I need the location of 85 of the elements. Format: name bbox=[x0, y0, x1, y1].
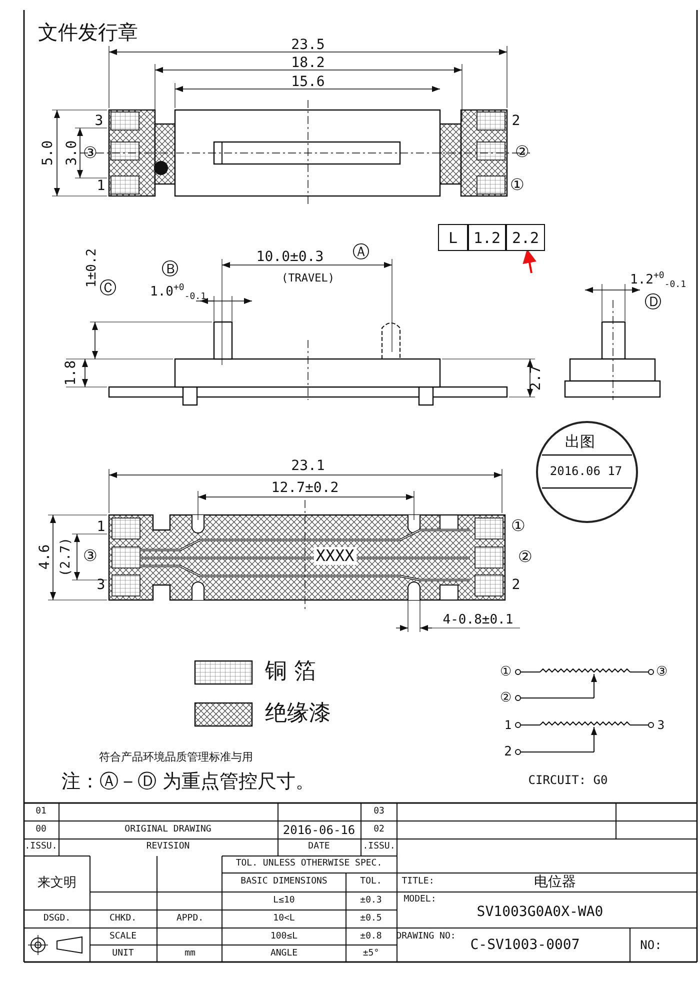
pin-number: 1 bbox=[96, 520, 106, 534]
table-text: mm bbox=[184, 950, 196, 958]
note-text: 符合产品环境品质管理标准与用 bbox=[99, 752, 253, 762]
pin-number: ③ bbox=[83, 548, 97, 564]
table-text: BASIC DIMENSIONS bbox=[240, 878, 328, 886]
table-text: NO: bbox=[640, 939, 662, 951]
stamp-text: 2016.06 17 bbox=[550, 465, 622, 477]
dimension-value: 12.7±0.2 bbox=[271, 481, 339, 495]
pin-number: 2 bbox=[512, 578, 520, 592]
dimension-value: 18.2 bbox=[291, 56, 325, 70]
pin-number: ③ bbox=[83, 145, 97, 161]
table-text: CHKD. bbox=[109, 914, 137, 924]
dimension-value: 2.7 bbox=[529, 365, 543, 391]
table-text: REVISION bbox=[146, 842, 190, 852]
tolerance-frame-box: L bbox=[438, 224, 468, 251]
dimension-value: 23.1 bbox=[291, 459, 325, 473]
note-text: 注：Ⓐ－Ⓓ 为重点管控尺寸。 bbox=[61, 772, 315, 792]
dimension-value: 10.0±0.3 bbox=[256, 250, 324, 264]
tolerance-frame-box: 2.2 bbox=[506, 224, 545, 251]
table-text: ANGLE bbox=[270, 950, 298, 958]
table-text: MODEL: bbox=[404, 896, 436, 904]
table-text: DRAWING NO: bbox=[396, 932, 456, 942]
table-text: ±0.5 bbox=[360, 914, 382, 924]
callout-letter: Ⓓ bbox=[644, 294, 662, 312]
table-text: C-SV1003-0007 bbox=[470, 938, 580, 952]
annotation-arrow bbox=[522, 249, 536, 274]
table-text: 100≤L bbox=[270, 932, 298, 942]
table-text: ±0.8 bbox=[360, 932, 382, 942]
table-text: L≤10 bbox=[273, 896, 295, 906]
table-text: 01 bbox=[36, 808, 46, 816]
table-text: 00 bbox=[36, 826, 46, 834]
dimension-note: (TRAVEL) bbox=[282, 272, 334, 284]
terminal-number: ① bbox=[500, 666, 512, 678]
pin-number: 3 bbox=[96, 578, 106, 592]
pin-number: ② bbox=[515, 144, 529, 160]
pin-number: 3 bbox=[94, 114, 104, 128]
pin-number: ② bbox=[518, 549, 532, 565]
dimension-value: 1±0.2 bbox=[86, 248, 98, 288]
table-text: 2016-06-16 bbox=[282, 824, 356, 836]
heading-text: 文件发行章 bbox=[38, 22, 138, 42]
table-text: SCALE bbox=[109, 932, 137, 942]
table-text: DATE bbox=[308, 842, 330, 852]
legend-text: 铜 箔 bbox=[265, 661, 316, 683]
dimension-value: 3.0 bbox=[65, 140, 79, 166]
table-text: .ISSU. bbox=[362, 842, 396, 852]
circuit-label: CIRCUIT: G0 bbox=[528, 774, 608, 786]
marking-text: XXXX bbox=[314, 547, 356, 565]
table-text: 来文明 bbox=[38, 876, 76, 890]
terminal-number: ③ bbox=[656, 666, 668, 678]
table-text: DSGD. bbox=[43, 914, 71, 924]
legend-text: 绝缘漆 bbox=[265, 703, 331, 725]
table-text: TITLE: bbox=[402, 878, 434, 886]
table-text: APPD. bbox=[176, 914, 204, 924]
terminal-number: 2 bbox=[504, 746, 512, 758]
callout-letter: Ⓒ bbox=[100, 280, 116, 298]
table-text: TOL. bbox=[360, 878, 382, 886]
table-text: ORIGINAL DRAWING bbox=[124, 826, 212, 834]
table-text: UNIT bbox=[112, 950, 134, 958]
pin-number: 1 bbox=[96, 179, 106, 193]
tolerance-frame-box: 1.2 bbox=[468, 224, 506, 251]
pin-number: 2 bbox=[512, 114, 520, 128]
table-text: 02 bbox=[374, 826, 384, 834]
table-text: 10<L bbox=[273, 914, 295, 924]
callout-letter: Ⓑ bbox=[162, 262, 178, 278]
table-text: SV1003G0A0X-WA0 bbox=[476, 905, 604, 919]
table-text: ±0.3 bbox=[360, 896, 382, 906]
dimension-value: 15.6 bbox=[291, 75, 325, 89]
table-text: .ISSU. bbox=[24, 842, 58, 852]
terminal-number: 1 bbox=[504, 719, 512, 731]
pin-number: ① bbox=[510, 177, 524, 193]
pin-number: ① bbox=[511, 518, 525, 534]
dimension-value: 23.5 bbox=[291, 38, 325, 52]
terminal-number: 3 bbox=[657, 719, 665, 731]
dimension-value: 4-0.8±0.1 bbox=[442, 614, 514, 626]
table-text: TOL. UNLESS OTHERWISE SPEC. bbox=[236, 860, 382, 868]
dimension-value: 5.0 bbox=[41, 140, 55, 166]
dimension-value: 4.6 bbox=[38, 544, 52, 570]
dimension-value: 1.8 bbox=[64, 360, 78, 386]
table-text: 电位器 bbox=[534, 875, 576, 889]
callout-letter: Ⓐ bbox=[352, 244, 370, 262]
table-text: ±5° bbox=[362, 950, 380, 958]
dimension-value: (2.7) bbox=[60, 537, 72, 577]
stamp-text: 出图 bbox=[565, 434, 595, 450]
table-text: 03 bbox=[374, 808, 384, 816]
terminal-number: ② bbox=[500, 692, 512, 704]
